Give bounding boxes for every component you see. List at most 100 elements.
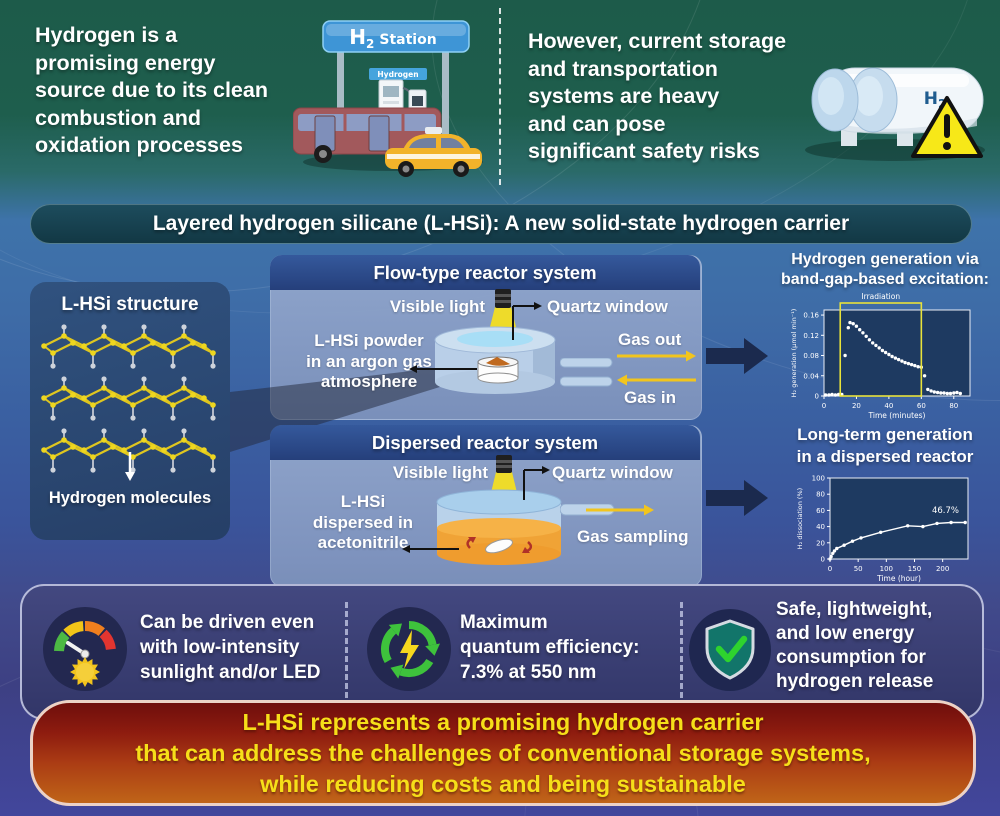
svg-text:50: 50 bbox=[854, 565, 863, 573]
flow-reactor-vessel bbox=[434, 326, 556, 394]
chart1-title: Hydrogen generation via band-gap-based e… bbox=[775, 250, 995, 290]
feature-2-text: Maximum quantum efficiency: 7.3% at 550 … bbox=[460, 610, 639, 685]
svg-text:0.04: 0.04 bbox=[803, 372, 819, 380]
structure-caption: Hydrogen molecules bbox=[48, 489, 212, 507]
intro-line: systems are heavy bbox=[528, 84, 720, 108]
feature-line: sunlight and/or LED bbox=[140, 662, 321, 683]
gas-out-label: Gas out bbox=[618, 330, 682, 349]
quartz-window-label: Quartz window bbox=[552, 463, 673, 482]
svg-text:20: 20 bbox=[816, 539, 825, 547]
svg-text:0: 0 bbox=[828, 565, 832, 573]
label-line: L-HSi powder bbox=[314, 331, 424, 350]
dispersed-reactor-vessel bbox=[436, 489, 562, 565]
long-term-generation-chart: 0 50 100 150 200 0 20 40 60 80 100 46.7% Time (hour)… bbox=[796, 475, 969, 583]
intro-line: oxidation processes bbox=[35, 133, 243, 157]
gauge-sun-icon bbox=[43, 607, 127, 691]
feature-line: with low-intensity bbox=[140, 637, 300, 658]
gas-pipes bbox=[560, 358, 613, 387]
svg-text:40: 40 bbox=[816, 523, 825, 531]
svg-text:150: 150 bbox=[908, 565, 921, 573]
h2-tank-illustration: H2 bbox=[805, 67, 985, 161]
label-line: atmosphere bbox=[320, 372, 418, 391]
intro-line: promising energy bbox=[35, 50, 216, 75]
sampling-pipe bbox=[560, 504, 615, 516]
feature-line: hydrogen release bbox=[776, 671, 934, 692]
feature-line: 7.3% at 550 nm bbox=[460, 662, 597, 683]
pump-sign-text: Hydrogen bbox=[377, 70, 418, 79]
conclusion-line: L-HSi represents a promising hydrogen ca… bbox=[242, 708, 764, 735]
powder-dish bbox=[477, 356, 519, 384]
conclusion-banner: L-HSi represents a promising hydrogen ca… bbox=[30, 700, 976, 806]
warning-icon bbox=[911, 96, 983, 158]
lhsi-dispersed-label: L-HSi dispersed in acetonitrile bbox=[302, 492, 424, 554]
feature-line: Maximum bbox=[460, 612, 548, 633]
svg-text:H₂ generation (μmol min⁻¹): H₂ generation (μmol min⁻¹) bbox=[790, 309, 798, 398]
intro-left-text: Hydrogen is a promising energy source du… bbox=[35, 22, 320, 160]
svg-text:Time (minutes): Time (minutes) bbox=[868, 411, 926, 420]
chart-title-line: band-gap-based excitation: bbox=[780, 271, 990, 288]
intro-line: However, current storage bbox=[528, 29, 787, 53]
label-line: acetonitrile bbox=[317, 533, 409, 552]
conclusion-line: while reducing costs and being sustainab… bbox=[260, 770, 746, 797]
svg-text:100: 100 bbox=[812, 475, 825, 483]
svg-text:80: 80 bbox=[816, 491, 825, 499]
lhsi-molecule-structure bbox=[41, 324, 216, 473]
features-band bbox=[20, 584, 984, 720]
label-line: in an argon gas bbox=[306, 351, 432, 371]
feature-line: Safe, lightweight, bbox=[776, 599, 933, 620]
svg-text:20: 20 bbox=[852, 402, 861, 410]
intro-line: and transportation bbox=[528, 56, 718, 81]
chart-title-line: Long-term generation bbox=[797, 425, 973, 444]
svg-text:46.7%: 46.7% bbox=[932, 506, 959, 516]
visible-light-label: Visible light bbox=[389, 297, 485, 316]
dispersed-reactor-title: Dispersed reactor system bbox=[270, 425, 700, 460]
structure-panel-title: L-HSi structure bbox=[61, 294, 199, 315]
svg-text:60: 60 bbox=[816, 507, 825, 515]
gas-sampling-label: Gas sampling bbox=[577, 527, 689, 546]
svg-text:60: 60 bbox=[917, 402, 926, 410]
feature-line: quantum efficiency: bbox=[460, 637, 640, 658]
shield-check-icon bbox=[689, 609, 771, 691]
lhsi-powder-label: L-HSi powder in an argon gas atmosphere bbox=[293, 331, 445, 393]
stir-bar bbox=[485, 538, 513, 554]
svg-text:0.16: 0.16 bbox=[803, 312, 819, 320]
chart2-title: Long-term generation in a dispersed reac… bbox=[775, 424, 995, 467]
feature-1-text: Can be driven even with low-intensity su… bbox=[140, 610, 321, 685]
label-line: dispersed in bbox=[312, 512, 414, 532]
recycle-energy-icon bbox=[367, 607, 451, 691]
svg-text:Irradiation: Irradiation bbox=[861, 292, 900, 301]
feature-3-text: Safe, lightweight, and low energy consum… bbox=[776, 598, 933, 694]
intro-right-text: However, current storage and transportat… bbox=[528, 28, 818, 166]
conclusion-line: that can address the challenges of conve… bbox=[135, 739, 871, 766]
feature-line: consumption for bbox=[776, 647, 926, 668]
svg-text:0.12: 0.12 bbox=[803, 332, 819, 340]
svg-text:0: 0 bbox=[821, 556, 825, 564]
feature-line: and low energy bbox=[776, 623, 915, 644]
gas-in-label: Gas in bbox=[624, 388, 676, 407]
feature-line: Can be driven even bbox=[140, 612, 315, 633]
intro-line: source due to its clean bbox=[35, 78, 268, 102]
svg-text:100: 100 bbox=[880, 565, 893, 573]
visible-light-label: Visible light bbox=[392, 463, 488, 482]
title-banner: Layered hydrogen silicane (L-HSi): A new… bbox=[30, 204, 972, 244]
dashed-divider bbox=[680, 602, 683, 698]
dispersed-reactor-title-text: Dispersed reactor system bbox=[371, 431, 599, 453]
dispersed-to-chart-arrow bbox=[706, 480, 768, 516]
chart-title-line: in a dispersed reactor bbox=[796, 446, 974, 466]
intro-line: Hydrogen is a bbox=[35, 23, 178, 47]
dashed-divider bbox=[499, 8, 501, 185]
svg-text:Time (hour): Time (hour) bbox=[876, 574, 921, 583]
svg-text:0.08: 0.08 bbox=[803, 352, 819, 360]
intro-line: combustion and bbox=[35, 105, 202, 130]
label-line: L-HSi bbox=[340, 492, 386, 511]
svg-text:40: 40 bbox=[884, 402, 893, 410]
intro-line: significant safety risks bbox=[528, 139, 760, 163]
chart-title-line: Hydrogen generation via bbox=[791, 251, 979, 268]
svg-text:200: 200 bbox=[936, 565, 949, 573]
svg-text:80: 80 bbox=[949, 402, 958, 410]
svg-text:0: 0 bbox=[815, 393, 819, 401]
